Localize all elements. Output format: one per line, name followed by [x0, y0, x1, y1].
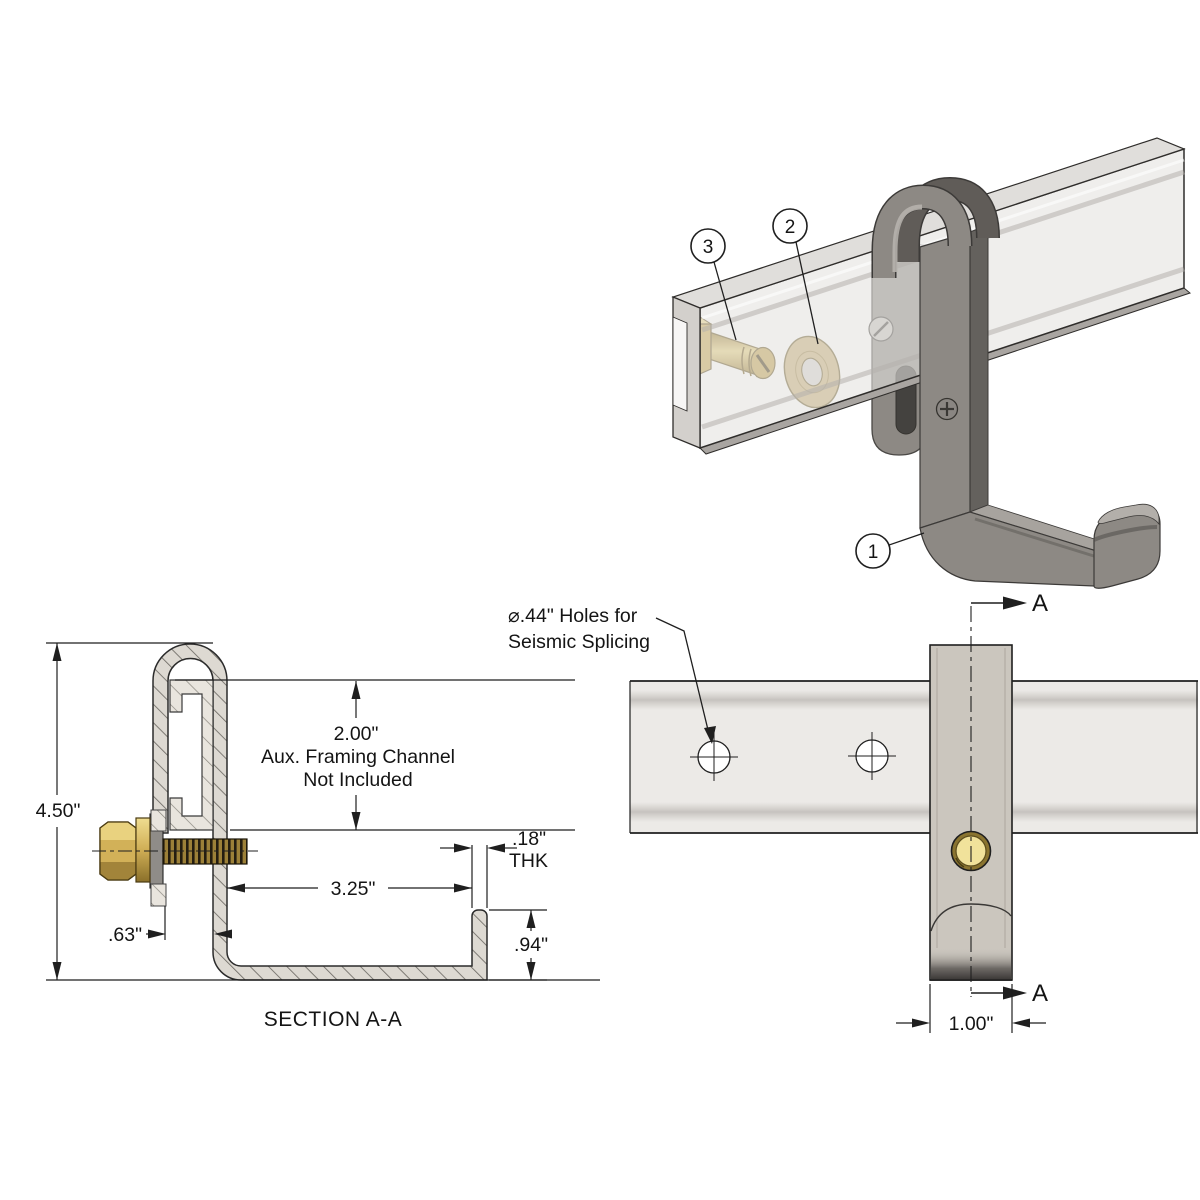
balloon-1: 1: [855, 532, 925, 569]
hole-note-arrow: [704, 726, 716, 744]
dim-width-text: 1.00": [949, 1013, 994, 1035]
section-marker-bottom-label: A: [1032, 980, 1048, 1007]
balloon-3-label: 3: [703, 237, 714, 258]
section-marker-bottom: A: [971, 980, 1048, 1007]
section-marker-top: A: [971, 590, 1048, 617]
channel-lip-upper: [150, 809, 167, 832]
dim-overall-height-text: 4.50": [36, 800, 81, 822]
channel-front: [629, 680, 1198, 834]
bend-tangent-line: [930, 903, 1012, 932]
section-title: SECTION A-A: [264, 1008, 403, 1031]
balloon-2-label: 2: [785, 217, 796, 238]
dim-thickness-label: THK: [509, 850, 548, 872]
j-hook-3d: [871, 176, 1161, 589]
dim-channel-height-text: 2.00": [334, 723, 379, 745]
strap-side-face: [969, 224, 989, 513]
balloon-3: 3: [690, 228, 737, 341]
balloon-1-label: 1: [868, 542, 879, 563]
phillips-screw-icon: [935, 397, 959, 421]
bracket-section: [152, 643, 488, 981]
section-view: 4.50" 2.00" Aux. Framing Channel Not Inc…: [36, 642, 600, 1031]
isometric-view: 3 2 1: [671, 137, 1192, 589]
dim-thickness: [440, 843, 517, 908]
strap-front-face: [919, 231, 971, 529]
channel-lip-lower: [150, 883, 167, 907]
seismic-hole-2: [848, 732, 896, 780]
dim-leg-length-text: 3.25": [331, 878, 376, 900]
dim-hook-offset: [146, 906, 232, 940]
dim-thickness-text: .18": [512, 828, 546, 850]
seismic-hole-1: [690, 733, 738, 781]
hole-note: ⌀.44" Holes for Seismic Splicing: [508, 605, 716, 744]
hole-note-line2: Seismic Splicing: [508, 631, 650, 653]
section-marker-top-label: A: [1032, 590, 1048, 617]
balloon-2: 2: [772, 208, 819, 345]
channel-note-line2: Not Included: [303, 769, 413, 791]
dim-return-height: [489, 909, 547, 981]
dim-leg-length: [227, 845, 473, 908]
dim-hook-offset-text: .63": [108, 924, 142, 946]
hole-note-leader: [655, 617, 710, 735]
hole-note-line1: ⌀.44" Holes for: [508, 605, 638, 627]
hex-bolt-section: [92, 817, 258, 883]
hook-loop: [871, 176, 1000, 278]
dim-width: [896, 984, 1046, 1033]
aux-channel-section: [169, 679, 214, 831]
dim-channel-height: [175, 679, 575, 831]
dim-return-height-text: .94": [514, 934, 548, 956]
strap-front-view: [929, 606, 1013, 997]
channel-note-line1: Aux. Framing Channel: [261, 746, 455, 768]
front-view: A A 1.00" ⌀.44" Holes for Seismic Splici…: [508, 590, 1198, 1035]
channel-end-face: [672, 296, 701, 449]
